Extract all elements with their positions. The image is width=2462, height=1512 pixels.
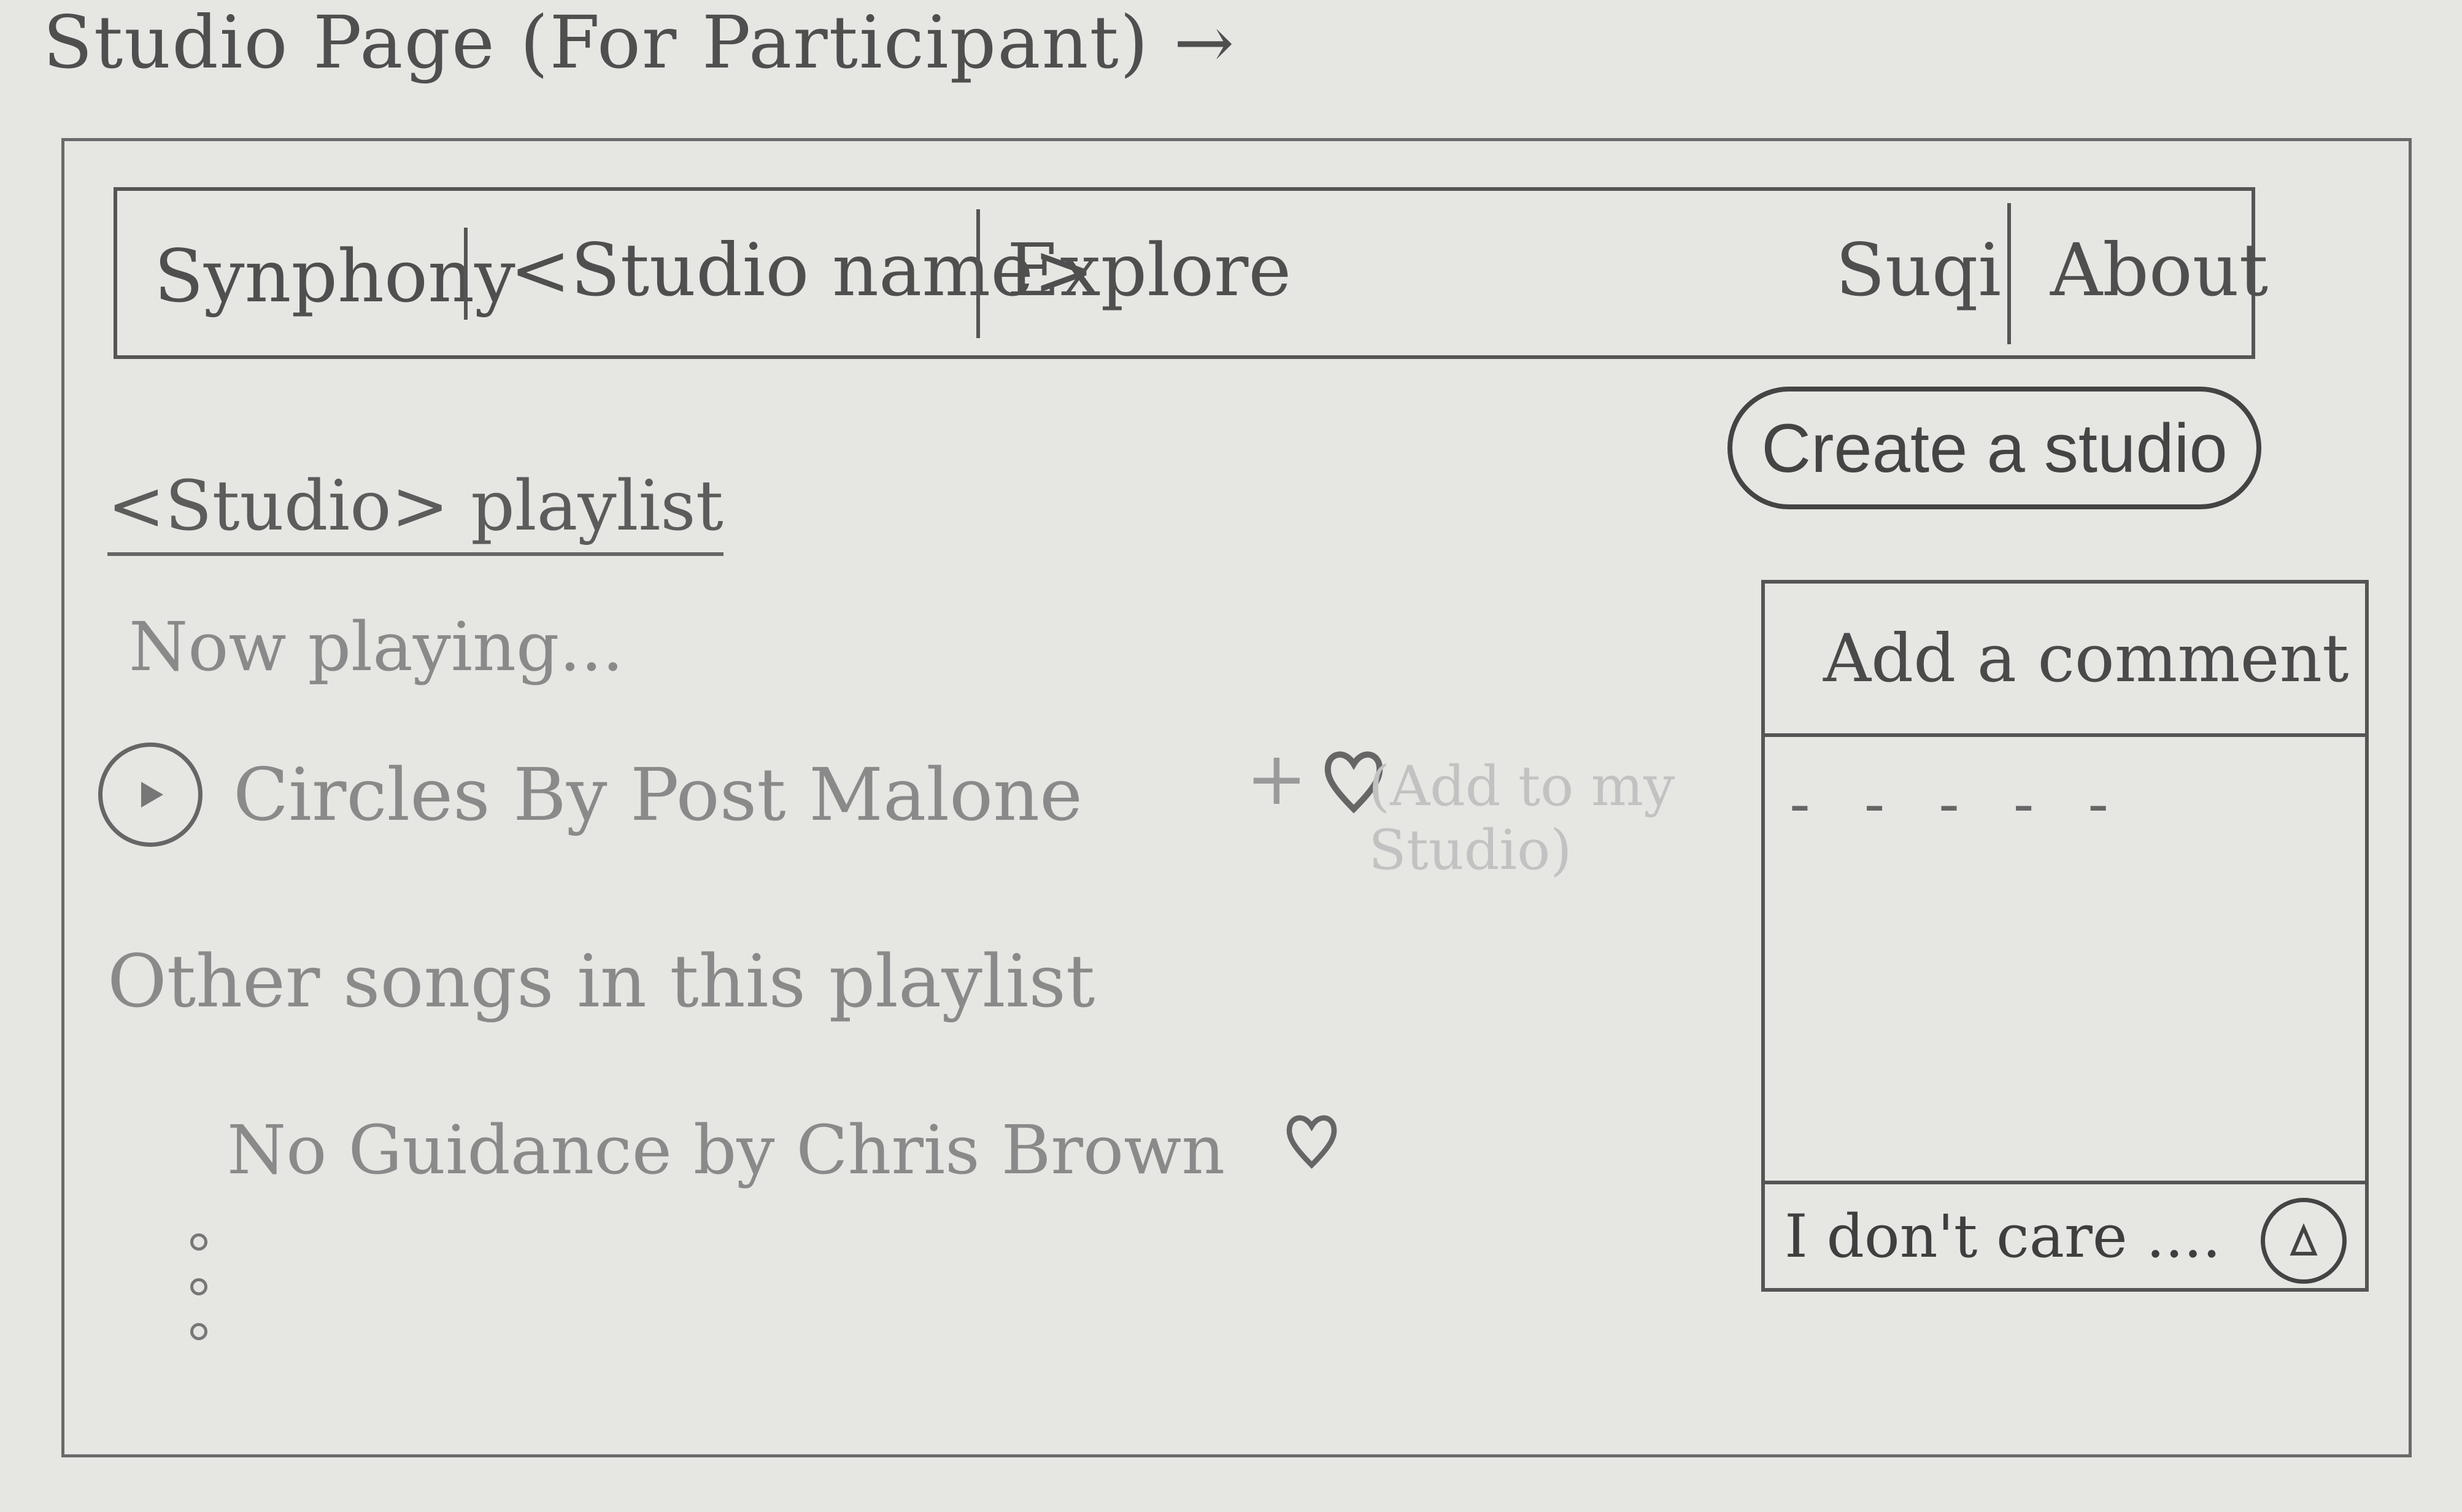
comment-header: Add a comment <box>1765 584 2365 737</box>
add-to-studio-button[interactable]: + <box>1246 736 1387 822</box>
comment-list-placeholder: - - - - - <box>1789 768 2126 839</box>
nav-about[interactable]: About <box>2050 228 2269 312</box>
page-heading: Studio Page (For Participant) → <box>43 0 1236 85</box>
ellipsis-dot <box>190 1278 207 1295</box>
other-songs-heading: Other songs in this playlist <box>107 939 1095 1024</box>
like-song-button[interactable] <box>1283 1105 1341 1174</box>
heart-icon <box>1320 741 1387 817</box>
play-button[interactable] <box>98 742 203 847</box>
nav-divider <box>2007 203 2011 344</box>
comment-input[interactable] <box>1783 1201 2264 1271</box>
play-icon <box>141 782 163 808</box>
nav-bar: Synphony <Studio name> Explore Suqi Abou… <box>114 187 2268 359</box>
nav-brand[interactable]: Synphony <box>154 234 515 318</box>
more-songs-ellipsis <box>190 1233 207 1340</box>
nav-studio-name[interactable]: <Studio name> <box>510 228 1094 312</box>
send-icon <box>2290 1223 2318 1256</box>
nav-explore[interactable]: Explore <box>1007 228 1292 312</box>
nav-divider <box>464 228 468 320</box>
now-playing-label: Now playing... <box>129 608 624 686</box>
playlist-song[interactable]: No Guidance by Chris Brown <box>227 1111 1225 1189</box>
current-song-title: Circles By Post Malone <box>233 752 1082 837</box>
ellipsis-dot <box>190 1233 207 1251</box>
nav-user[interactable]: Suqi <box>1835 228 2002 312</box>
nav-divider <box>976 209 980 338</box>
send-comment-button[interactable] <box>2261 1198 2347 1284</box>
plus-icon: + <box>1246 736 1308 822</box>
comment-input-row <box>1765 1181 2365 1288</box>
ellipsis-dot <box>190 1323 207 1340</box>
playlist-title: <Studio> playlist <box>107 466 724 556</box>
current-song: Circles By Post Malone <box>98 742 1082 847</box>
browser-frame <box>61 138 2412 1457</box>
add-to-studio-note: (Add to my Studio) <box>1368 754 1675 882</box>
heart-icon <box>1286 1115 1337 1169</box>
comment-panel: Add a comment - - - - - <box>1761 580 2369 1292</box>
create-studio-button[interactable]: Create a studio <box>1727 387 2261 509</box>
